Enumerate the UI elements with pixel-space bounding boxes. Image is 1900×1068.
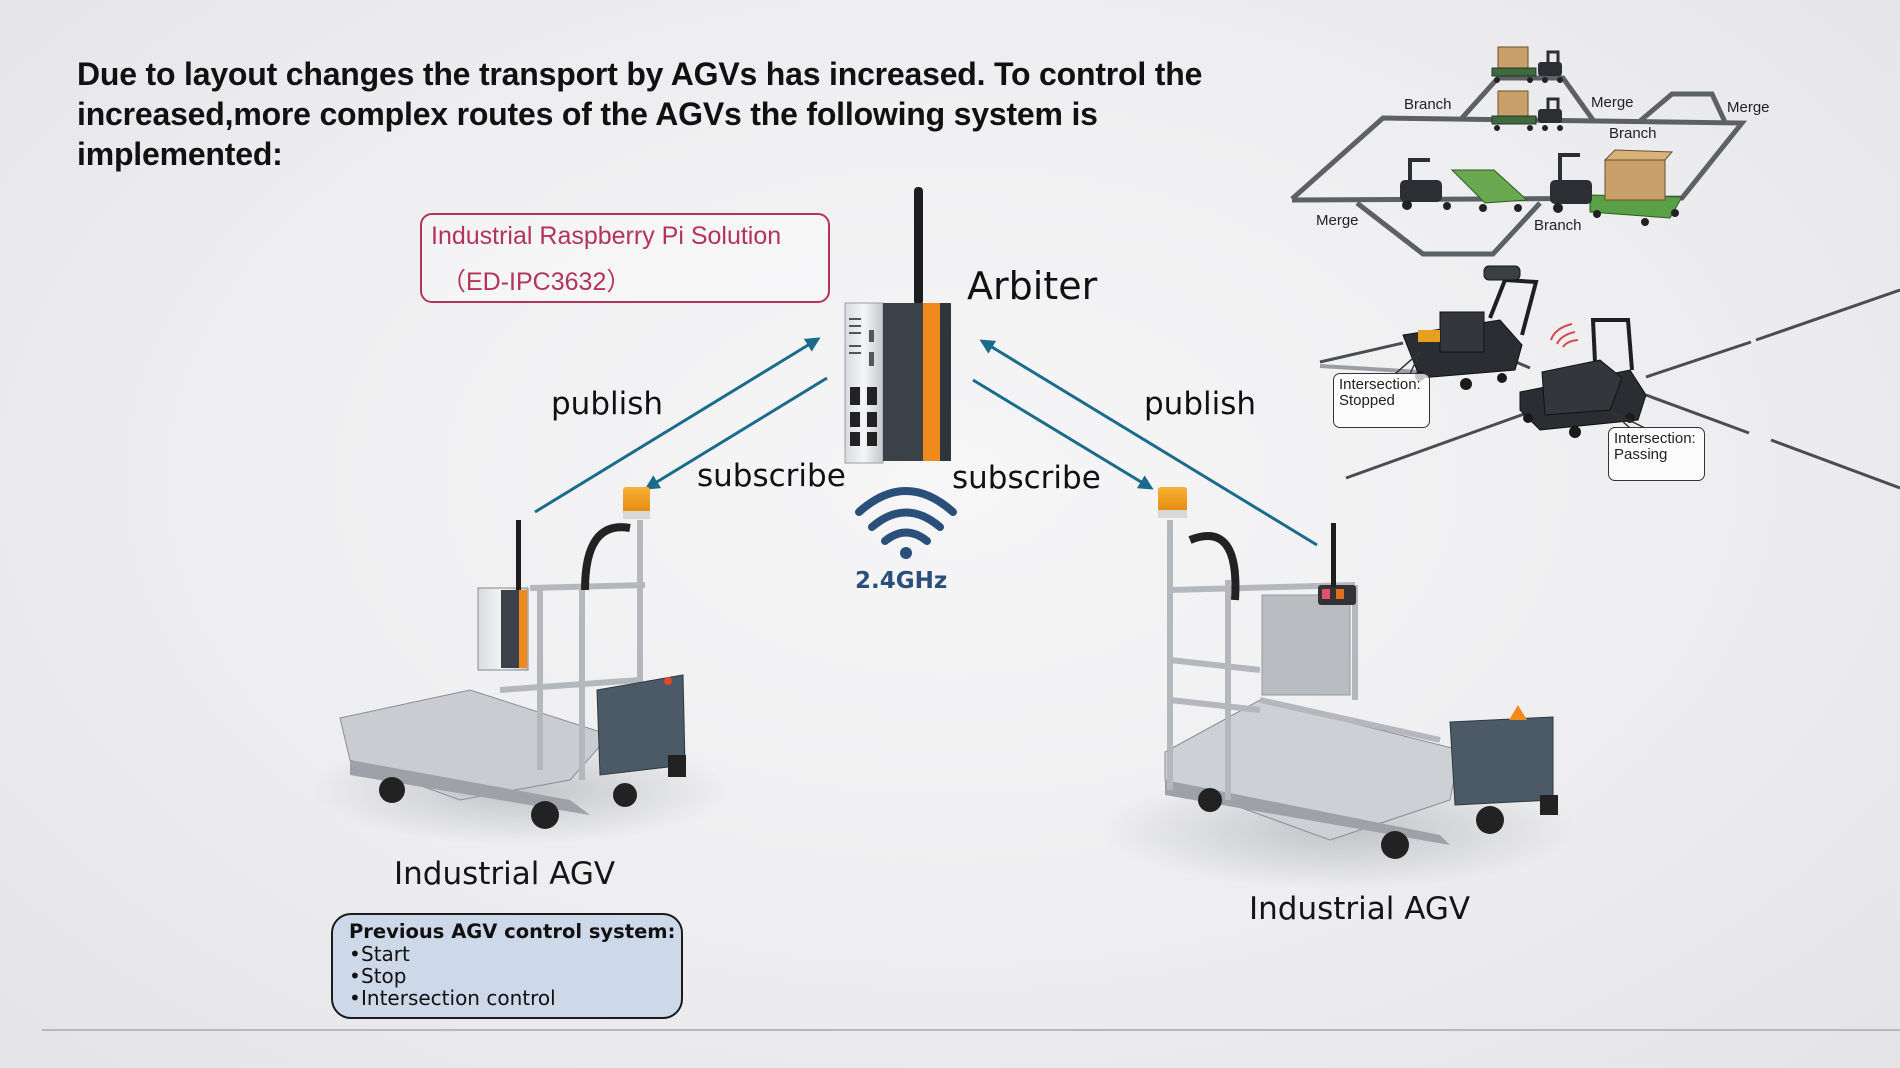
- frequency-label: 2.4GHz: [855, 568, 948, 594]
- list-item-label: Stop: [361, 964, 407, 988]
- beacon-light: [1158, 487, 1187, 512]
- right-agv-illustration: [1100, 487, 1580, 890]
- list-item: •Intersection control: [349, 987, 681, 1009]
- branch-label: Branch: [1609, 125, 1657, 142]
- cart-icon: [1550, 149, 1683, 226]
- list-item-label: Start: [361, 942, 410, 966]
- callout-line: Stopped: [1339, 392, 1395, 409]
- merge-label: Merge: [1727, 99, 1770, 116]
- bullet-icon: •: [349, 986, 361, 1010]
- left-subscribe-label: subscribe: [697, 458, 846, 494]
- signal-waves-icon: [1550, 323, 1579, 348]
- branch-label: Branch: [1534, 217, 1582, 234]
- arbiter-device: [844, 187, 951, 464]
- list-item: •Start: [349, 943, 681, 965]
- intersection-stopped-callout: Intersection: Stopped: [1333, 373, 1430, 428]
- bullet-icon: •: [349, 964, 361, 988]
- callout-line: Intersection:: [1339, 376, 1421, 393]
- route-carts: [1400, 46, 1683, 226]
- intersection-tracks: [1319, 288, 1900, 490]
- arbiter-label: Arbiter: [967, 264, 1098, 308]
- page-title: Due to layout changes the transport by A…: [77, 54, 1202, 174]
- callout-line: Passing: [1614, 446, 1668, 463]
- bottom-branch-track: [1355, 201, 1542, 257]
- device-label-line-2: （ED-IPC3632）: [441, 268, 632, 296]
- branch-label: Branch: [1404, 96, 1452, 113]
- list-item-label: Intersection control: [361, 986, 556, 1010]
- right-publish-arrow: [979, 339, 1318, 547]
- beacon-light: [623, 487, 650, 513]
- ethernet-ports: [850, 387, 877, 446]
- cart-icon: [1491, 90, 1563, 131]
- intersection-passing-callout: Intersection: Passing: [1608, 427, 1705, 481]
- wifi-icon: [855, 487, 957, 559]
- passing-agv-icon: [1519, 318, 1647, 438]
- main-loop-track: [1290, 115, 1748, 203]
- right-branch-track: [1638, 91, 1728, 124]
- device-label-box: [420, 213, 830, 303]
- right-subscribe-arrow: [972, 378, 1154, 490]
- device-label-line-1: Industrial Raspberry Pi Solution: [431, 222, 782, 250]
- right-subscribe-label: subscribe: [952, 460, 1101, 496]
- previous-control-system-title: Previous AGV control system:: [349, 920, 676, 943]
- callout-pointers: [1394, 351, 1646, 429]
- antenna: [914, 187, 923, 305]
- arrows: [534, 337, 1318, 547]
- title-line-1: Due to layout changes the transport by A…: [77, 56, 1203, 92]
- left-publish-label: publish: [551, 386, 664, 422]
- cart-icon: [1400, 158, 1529, 212]
- right-agv-label: Industrial AGV: [1249, 891, 1471, 927]
- left-subscribe-arrow: [644, 376, 828, 490]
- left-publish-arrow: [534, 337, 821, 514]
- merge-label: Merge: [1316, 212, 1359, 229]
- cart-icon: [1491, 46, 1563, 83]
- bullet-icon: •: [349, 942, 361, 966]
- previous-control-system-box: Previous AGV control system: •Start •Sto…: [331, 913, 683, 1019]
- bottom-divider: [42, 1029, 1900, 1031]
- merge-label: Merge: [1591, 94, 1634, 111]
- right-publish-label: publish: [1144, 386, 1257, 422]
- stopped-agv-icon: [1402, 265, 1539, 390]
- left-agv-label: Industrial AGV: [394, 856, 616, 892]
- callout-line: Intersection:: [1614, 430, 1696, 447]
- list-item: •Stop: [349, 965, 681, 987]
- left-agv-illustration: [310, 487, 730, 845]
- title-line-3: implemented:: [77, 136, 283, 172]
- title-line-2: increased,more complex routes of the AGV…: [77, 96, 1098, 132]
